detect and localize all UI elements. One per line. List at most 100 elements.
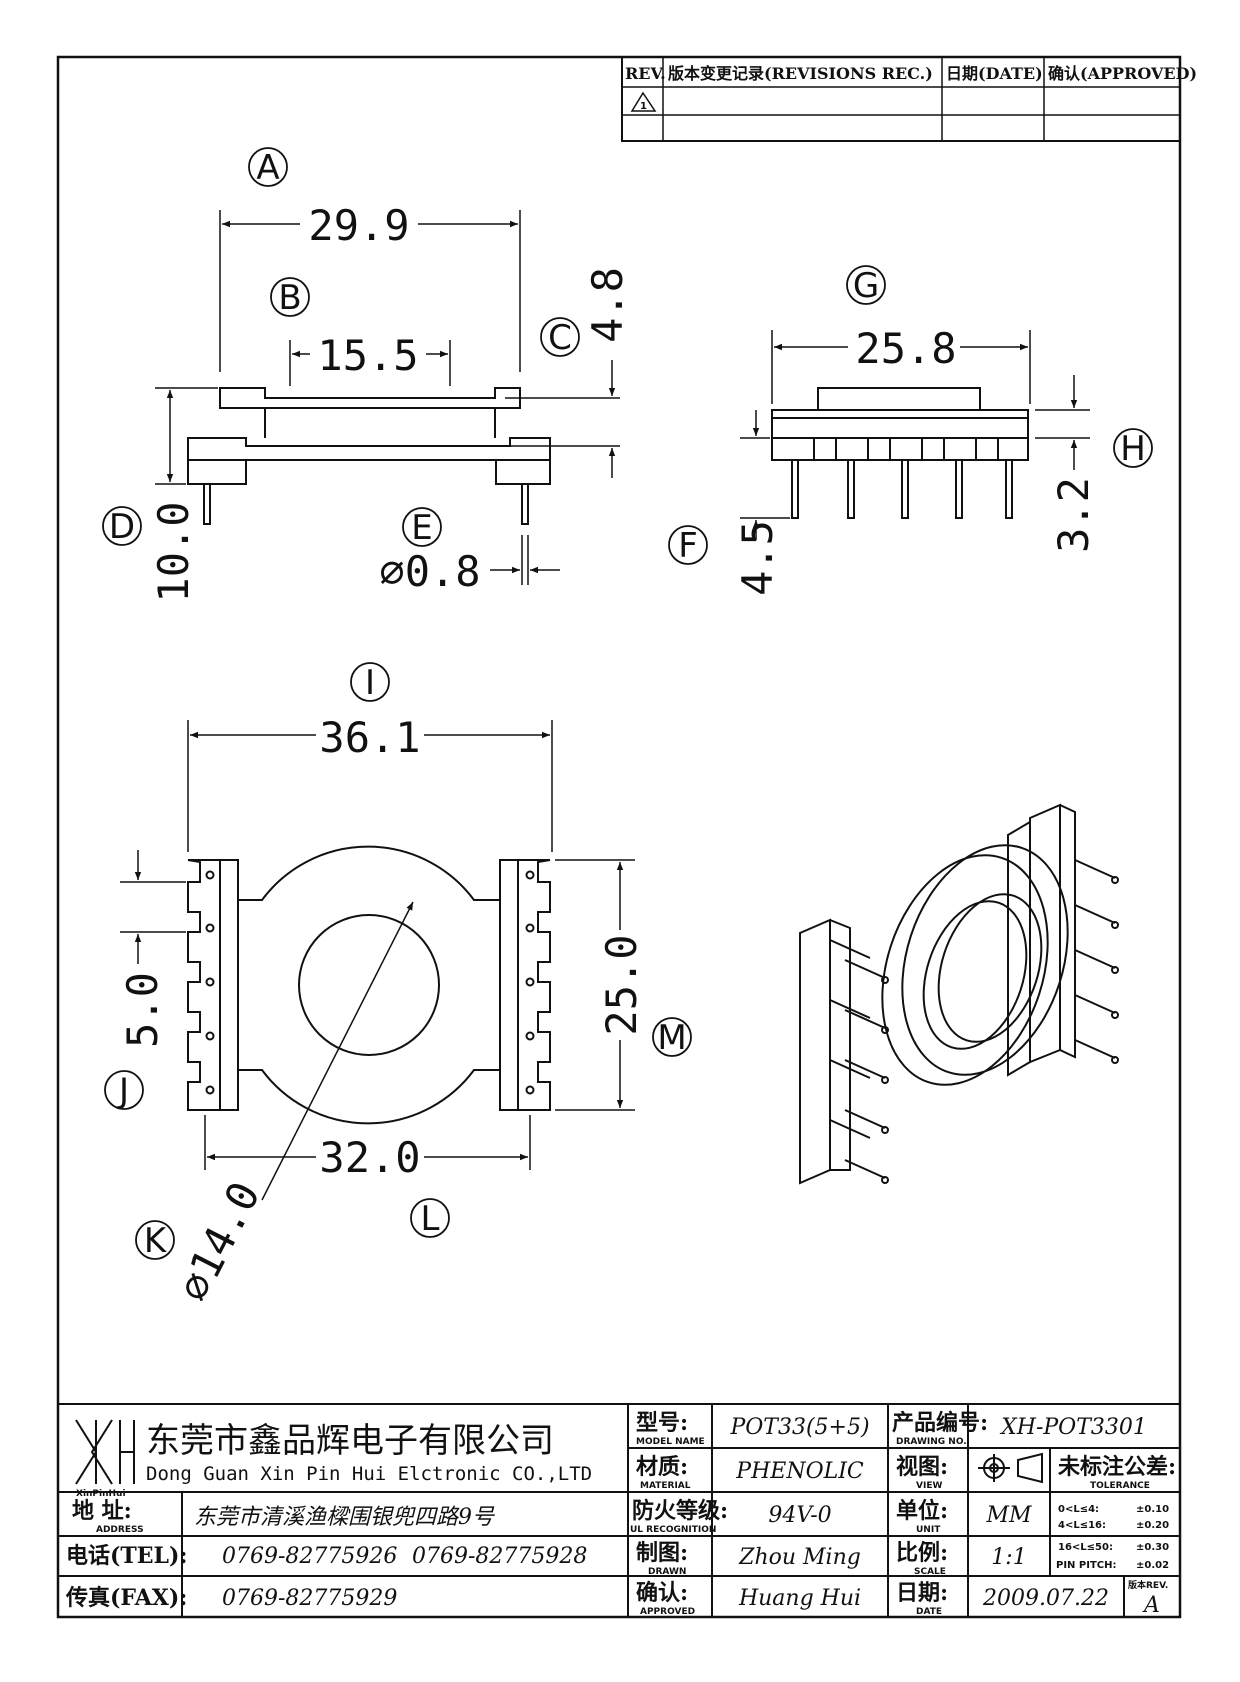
top-view-dimension-lines <box>120 720 635 1200</box>
approved-value: Huang Hui <box>738 1586 861 1611</box>
dim-value-e: ⌀0.8 <box>379 547 480 596</box>
rev-header: REV. <box>625 64 666 83</box>
dim-value-g: 25.8 <box>855 324 956 373</box>
revision-triangle-icon <box>632 93 655 111</box>
revision-mark: 1 <box>640 101 647 112</box>
tolerance-value-4: ±0.02 <box>1136 1560 1169 1571</box>
revision-block: REV. 版本变更记录(REVISIONS REC.) 日期(DATE) 确认(… <box>622 57 1197 141</box>
tel-value-2: 0769-82775928 <box>412 1544 587 1569</box>
top-view <box>188 847 550 1124</box>
scale-value: 1:1 <box>991 1545 1026 1570</box>
unit-label: 单位: <box>896 1498 948 1524</box>
revision-approved-header: 确认(APPROVED) <box>1048 64 1197 83</box>
dim-tag-f: F <box>678 526 698 566</box>
top-view-labels: I 36.1 M 25.0 J 5.0 32.0 L K ⌀14.0 <box>105 663 691 1309</box>
model-label-en: MODEL NAME <box>636 1437 705 1447</box>
dim-tag-a: A <box>256 148 279 188</box>
company-logo <box>76 1420 134 1484</box>
rev-label: 版本REV. <box>1127 1579 1168 1591</box>
flame-label-en: UL RECOGNITION <box>630 1525 716 1535</box>
dim-value-l: 32.0 <box>319 1133 420 1182</box>
dim-value-j: 5.0 <box>118 972 167 1048</box>
material-value: PHENOLIC <box>735 1459 864 1484</box>
tolerance-value-2: ±0.20 <box>1136 1520 1169 1531</box>
scale-label-en: SCALE <box>914 1567 946 1577</box>
dim-value-i: 36.1 <box>319 713 420 762</box>
dim-tag-m: M <box>657 1018 686 1058</box>
fax-label: 传真(FAX): <box>65 1585 187 1611</box>
drawing-no-value: XH-POT3301 <box>999 1415 1147 1440</box>
dim-tag-e: E <box>411 508 432 548</box>
date-label: 日期: <box>896 1580 948 1606</box>
tolerance-range-2: 4<L≤16: <box>1058 1520 1106 1531</box>
fax-value: 0769-82775929 <box>222 1586 397 1611</box>
side-view-labels: A 29.9 B 15.5 C 4.8 D 10.0 E ⌀0.8 <box>103 148 632 603</box>
dim-tag-d: D <box>109 507 135 547</box>
unit-label-en: UNIT <box>916 1525 941 1535</box>
tolerance-value-1: ±0.10 <box>1136 1504 1169 1515</box>
dim-tag-h: H <box>1120 429 1146 469</box>
tolerance-range-3: 16<L≤50: <box>1058 1542 1113 1553</box>
tel-label: 电话(TEL): <box>66 1543 188 1569</box>
front-view-labels: G 25.8 H 3.2 F 4.5 <box>669 266 1152 596</box>
view-label-en: VIEW <box>916 1481 942 1491</box>
side-view <box>188 388 550 524</box>
front-view-dimension-lines <box>740 330 1090 540</box>
tolerance-range-4: PIN PITCH: <box>1056 1560 1116 1571</box>
company-name-cn: 东莞市鑫品辉电子有限公司 <box>146 1421 554 1461</box>
company-name-en: Dong Guan Xin Pin Hui Elctronic CO.,LTD <box>146 1463 592 1485</box>
dim-tag-i: I <box>365 663 375 703</box>
dim-value-k: ⌀14.0 <box>169 1174 270 1309</box>
dim-tag-l: L <box>421 1199 440 1239</box>
title-block-grid <box>58 1404 1180 1617</box>
dim-value-c: 4.8 <box>583 267 632 343</box>
dim-value-h: 3.2 <box>1049 477 1098 553</box>
dim-tag-b: B <box>278 278 301 318</box>
unit-value: MM <box>985 1503 1032 1528</box>
drawing-no-label-en: DRAWING NO. <box>896 1437 967 1447</box>
dim-tag-k: K <box>144 1221 168 1261</box>
material-label-en: MATERIAL <box>640 1481 691 1491</box>
side-view-dimension-lines <box>155 210 620 585</box>
address-value: 东莞市清溪渔樑围银兜四路9号 <box>194 1505 495 1530</box>
dim-tag-c: C <box>548 318 572 358</box>
flame-value: 94V-0 <box>768 1503 831 1528</box>
tel-value-1: 0769-82775926 <box>222 1544 397 1569</box>
front-view <box>772 388 1028 518</box>
revision-record-header: 版本变更记录(REVISIONS REC.) <box>667 64 933 83</box>
tolerance-value-3: ±0.30 <box>1136 1542 1169 1553</box>
drawn-label-en: DRAWN <box>648 1567 686 1577</box>
revision-date-header: 日期(DATE) <box>946 64 1043 83</box>
dim-value-m: 25.0 <box>597 934 646 1035</box>
dim-value-f: 4.5 <box>733 520 782 596</box>
tolerance-label: 未标注公差: <box>1058 1454 1176 1480</box>
drawing-no-label: 产品编号: <box>892 1410 988 1436</box>
tolerance-range-1: 0<L≤4: <box>1058 1504 1099 1515</box>
dim-value-d: 10.0 <box>149 501 198 602</box>
address-label: 地 址: <box>72 1498 132 1524</box>
view-label: 视图: <box>896 1454 948 1480</box>
scale-label: 比例: <box>896 1540 948 1566</box>
drawn-value: Zhou Ming <box>738 1545 861 1570</box>
tolerance-table: 0<L≤4: ±0.10 4<L≤16: ±0.20 16<L≤50: ±0.3… <box>1056 1504 1169 1571</box>
dim-value-b: 15.5 <box>317 331 418 380</box>
isometric-view <box>800 805 1118 1183</box>
material-label: 材质: <box>636 1454 688 1480</box>
date-value: 2009.07.22 <box>982 1586 1109 1611</box>
address-label-en: ADDRESS <box>96 1525 144 1535</box>
dim-value-a: 29.9 <box>308 201 409 250</box>
dim-tag-g: G <box>853 266 879 306</box>
logo-caption: XinPinHui <box>76 1489 126 1499</box>
model-value: POT33(5+5) <box>729 1415 869 1440</box>
flame-label: 防火等级: <box>632 1498 728 1524</box>
rev-value: A <box>1142 1593 1160 1618</box>
approved-label: 确认: <box>636 1580 688 1606</box>
tolerance-label-en: TOLERANCE <box>1090 1481 1150 1491</box>
model-label: 型号: <box>636 1410 688 1436</box>
date-label-en: DATE <box>916 1607 942 1617</box>
drawn-label: 制图: <box>636 1540 688 1566</box>
dim-tag-j: J <box>117 1071 129 1111</box>
projection-symbol-icon <box>978 1454 1042 1482</box>
approved-label-en: APPROVED <box>640 1607 695 1617</box>
